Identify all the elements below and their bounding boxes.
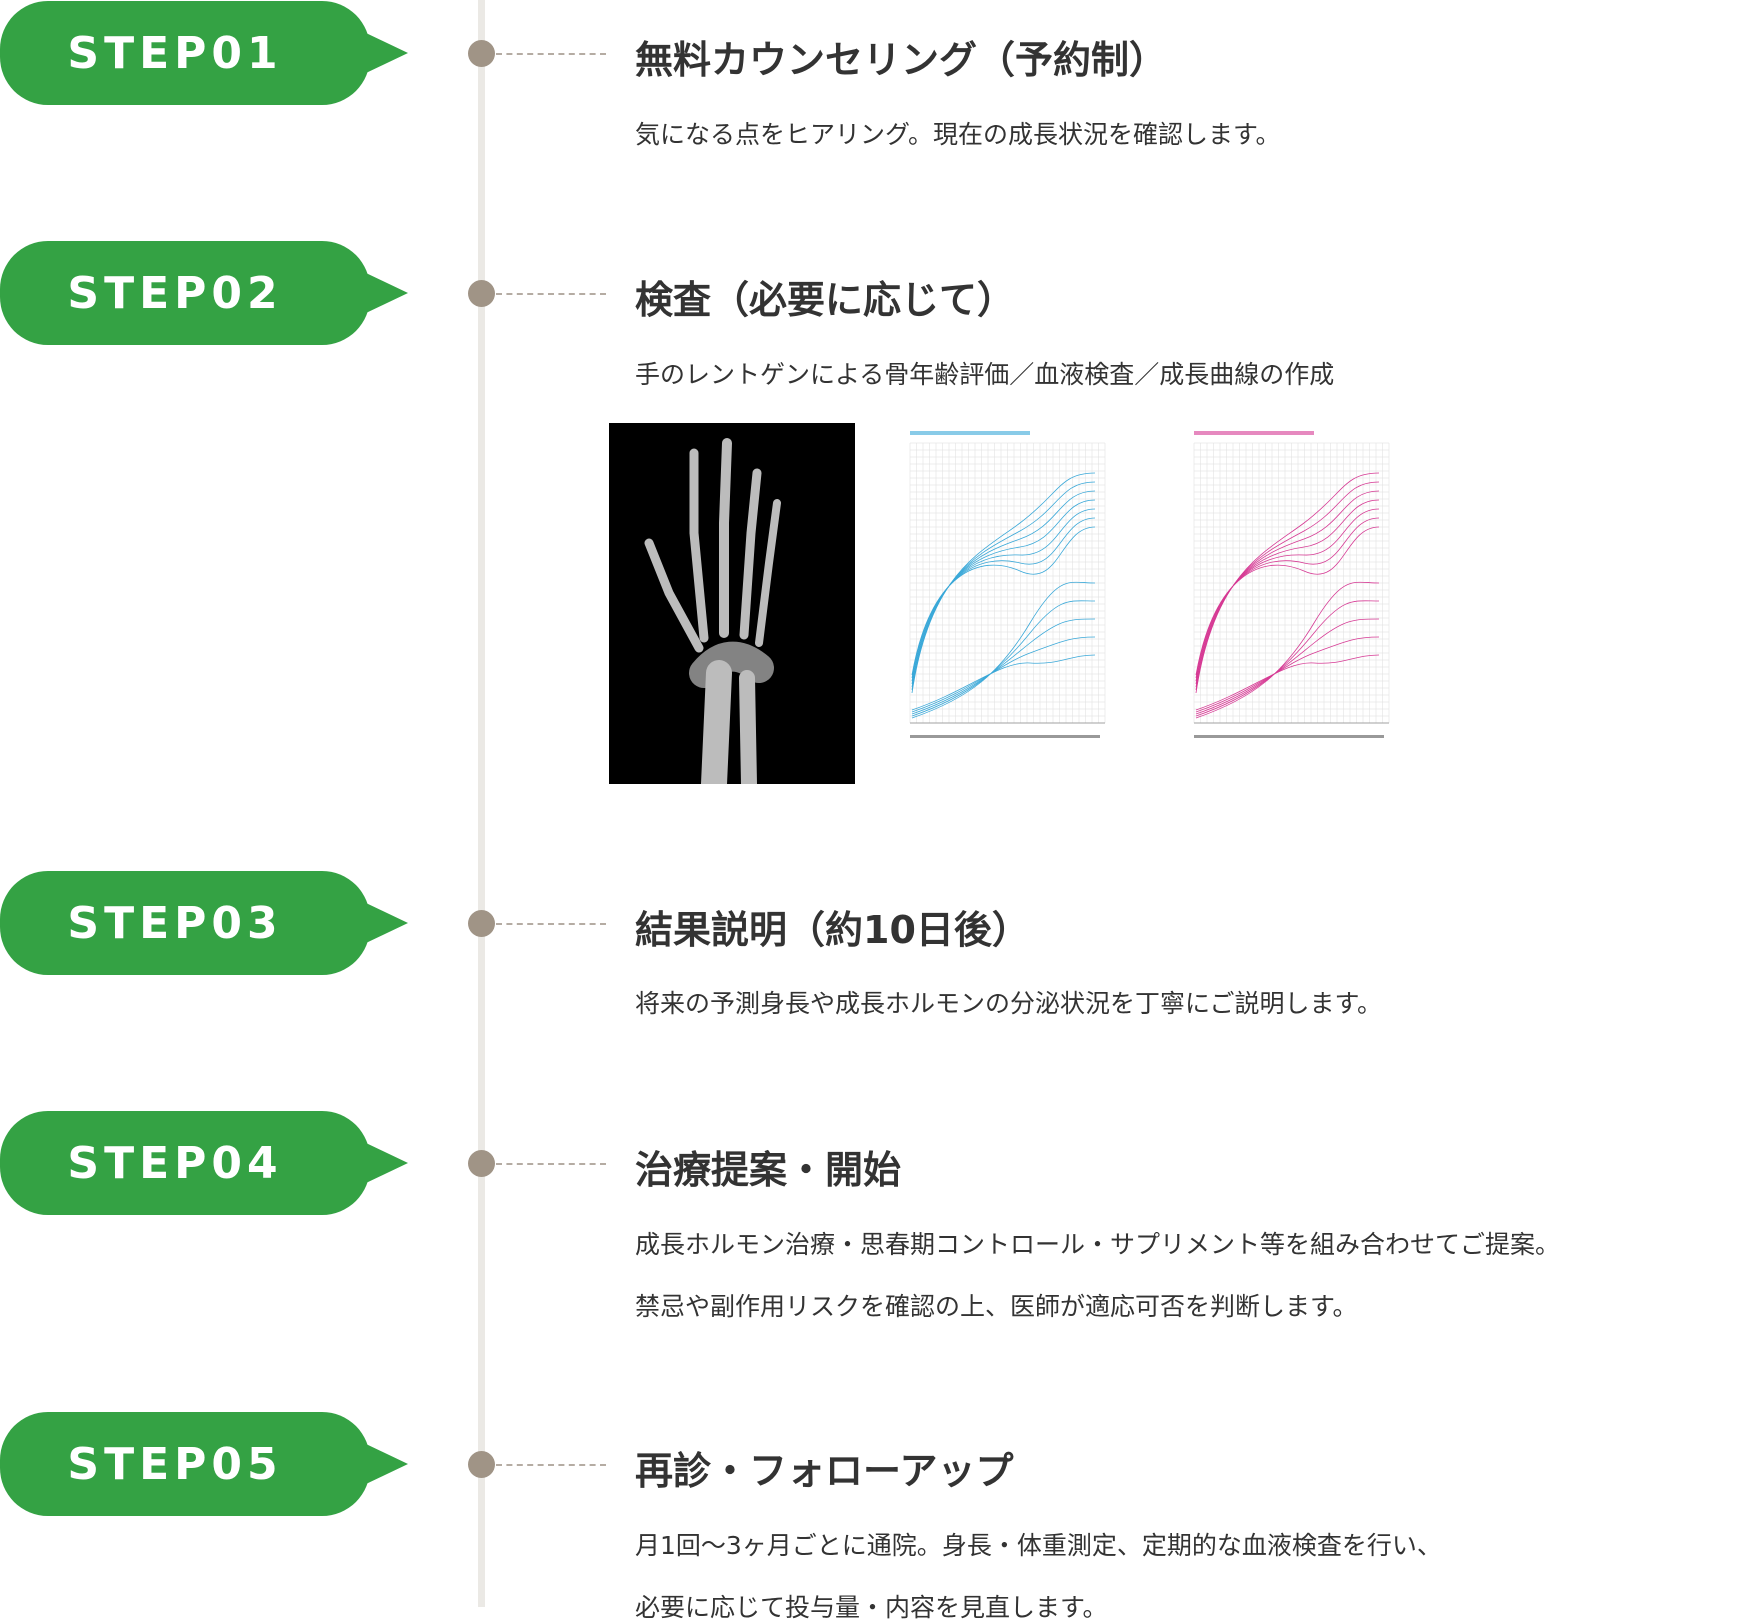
boys-growth-chart-image	[890, 423, 1142, 784]
connector-line	[496, 1464, 606, 1466]
badge-pointer	[366, 33, 408, 73]
connector-line	[496, 923, 606, 925]
step-4: STEP04 治療提案・開始 成長ホルモン治療・思春期コントロール・サプリメント…	[0, 1111, 1737, 1321]
connector-line	[496, 53, 606, 55]
connector-line	[496, 293, 606, 295]
connector-line	[496, 1163, 606, 1165]
timeline-dot	[468, 1150, 495, 1177]
timeline-dot	[468, 280, 495, 307]
girls-growth-chart-image	[1174, 423, 1424, 784]
timeline-dot	[468, 1451, 495, 1478]
step-title: 検査（必要に応じて）	[635, 278, 1016, 322]
step-badge: STEP05	[0, 1412, 370, 1516]
step-2: STEP02 検査（必要に応じて） 手のレントゲンによる骨年齢評価／血液検査／成…	[0, 241, 1737, 389]
badge-pointer	[366, 1444, 408, 1484]
step-badge: STEP02	[0, 241, 370, 345]
badge-pointer	[366, 1143, 408, 1183]
timeline-dot	[468, 910, 495, 937]
step-desc: 将来の予測身長や成長ホルモンの分泌状況を丁寧にご説明します。	[635, 989, 1383, 1018]
step-title: 結果説明（約10日後）	[635, 908, 1030, 952]
badge-pointer	[366, 273, 408, 313]
step-3: STEP03 結果説明（約10日後） 将来の予測身長や成長ホルモンの分泌状況を丁…	[0, 871, 1737, 1018]
step-badge: STEP03	[0, 871, 370, 975]
hand-xray-image	[609, 423, 855, 784]
step-badge: STEP04	[0, 1111, 370, 1215]
step-title: 無料カウンセリング（予約制）	[635, 38, 1168, 82]
step-5: STEP05 再診・フォローアップ 月1回〜3ヶ月ごとに通院。身長・体重測定、定…	[0, 1412, 1737, 1622]
step-1: STEP01 無料カウンセリング（予約制） 気になる点をヒアリング。現在の成長状…	[0, 1, 1737, 149]
timeline-dot	[468, 40, 495, 67]
step-desc: 気になる点をヒアリング。現在の成長状況を確認します。	[635, 120, 1281, 149]
step-title: 治療提案・開始	[635, 1148, 902, 1192]
step-title: 再診・フォローアップ	[635, 1449, 1014, 1493]
step-desc: 必要に応じて投与量・内容を見直します。	[635, 1593, 1108, 1622]
step-badge: STEP01	[0, 1, 370, 105]
step-desc: 月1回〜3ヶ月ごとに通院。身長・体重測定、定期的な血液検査を行い、	[635, 1531, 1442, 1560]
timeline-line	[478, 0, 485, 1607]
step-desc: 成長ホルモン治療・思春期コントロール・サプリメント等を組み合わせてご提案。	[635, 1230, 1561, 1259]
badge-pointer	[366, 903, 408, 943]
step-desc: 手のレントゲンによる骨年齢評価／血液検査／成長曲線の作成	[635, 360, 1335, 389]
step-desc: 禁忌や副作用リスクを確認の上、医師が適応可否を判断します。	[635, 1292, 1358, 1321]
